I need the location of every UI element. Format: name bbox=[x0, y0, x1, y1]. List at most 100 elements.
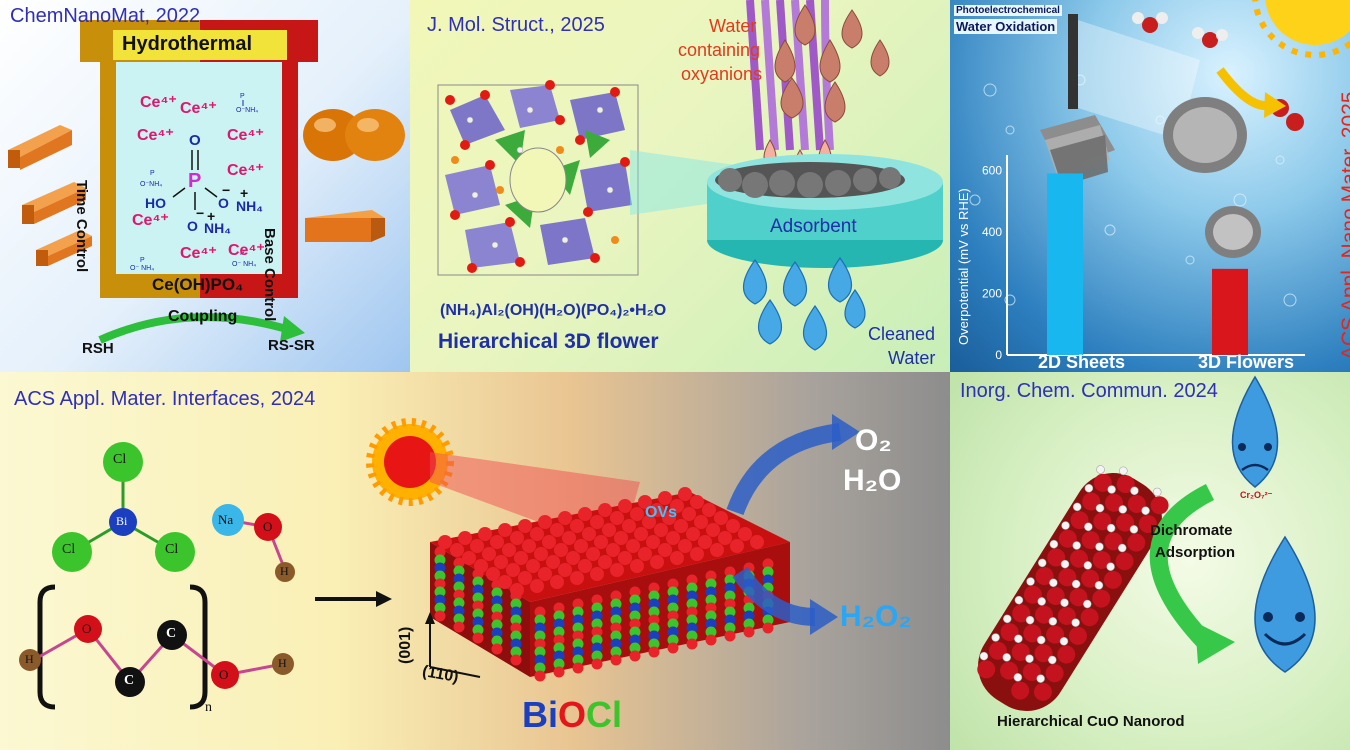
chlorine-atom bbox=[610, 614, 622, 626]
oxygen-atom bbox=[1096, 465, 1105, 474]
chlorine-atom bbox=[472, 592, 484, 604]
ovs-label: OVs bbox=[645, 504, 678, 521]
oxygen-atom bbox=[686, 527, 700, 541]
oxygen-atom bbox=[710, 543, 724, 557]
bicl3-molecule bbox=[52, 442, 195, 572]
oxygen-atom bbox=[450, 543, 464, 557]
c-atom: C bbox=[124, 673, 135, 688]
chlorine-atom bbox=[453, 565, 465, 577]
svg-text:P: P bbox=[240, 93, 245, 100]
oxygen-atom bbox=[1037, 558, 1047, 568]
copper-atom bbox=[1011, 681, 1030, 700]
oxygen-atom bbox=[491, 611, 503, 623]
oxygen-atom bbox=[991, 633, 1000, 642]
copper-atom bbox=[1047, 548, 1066, 567]
coupling-label: Coupling bbox=[168, 308, 238, 325]
chlorine-atom bbox=[629, 626, 641, 638]
product-ce-oh-po4: Ce(OH)PO₄ bbox=[152, 275, 244, 294]
bismuth-atom bbox=[472, 584, 484, 596]
chlorine-atom bbox=[686, 630, 698, 642]
phosphate-plus: + bbox=[207, 208, 216, 224]
svg-text:O⁻NH₄: O⁻NH₄ bbox=[236, 107, 258, 114]
oxygen-atom bbox=[534, 547, 548, 561]
oxygen-atom bbox=[538, 515, 552, 529]
hierarchical-3d-flower-caption: Hierarchical 3D flower bbox=[438, 330, 659, 353]
water-oxyanions-label-2: containing bbox=[678, 40, 761, 60]
pec-title-1: Photoelectrochemical bbox=[954, 5, 1062, 16]
copper-atom bbox=[1035, 605, 1054, 624]
oxygen-atom bbox=[590, 515, 604, 529]
bismuth-atom bbox=[629, 602, 641, 614]
svg-text:P: P bbox=[150, 170, 155, 177]
chlorine-atom bbox=[705, 610, 717, 622]
oxygen-atom bbox=[667, 642, 679, 654]
bar-group bbox=[1047, 173, 1248, 355]
oxygen-atom bbox=[705, 634, 717, 646]
chlorine-atom bbox=[491, 603, 503, 615]
water-oxyanions-label-1: Water bbox=[709, 16, 757, 36]
oxygen-atom bbox=[586, 547, 600, 561]
chlorine-atom bbox=[591, 650, 603, 662]
oxygen-atom bbox=[510, 654, 522, 666]
oxygen-atom bbox=[1129, 525, 1139, 534]
oxygen-atom bbox=[658, 491, 672, 505]
oxygen-atom bbox=[1094, 581, 1104, 590]
oxygen-atom bbox=[462, 551, 476, 565]
oxygen-atom bbox=[578, 559, 592, 573]
chlorine-atom bbox=[667, 602, 679, 614]
y-tick-label: 200 bbox=[982, 286, 1002, 300]
oxygen-atom bbox=[453, 557, 465, 569]
oxygen-atom bbox=[630, 559, 644, 573]
bismuth-atom bbox=[762, 574, 774, 586]
chlorine-atom bbox=[434, 586, 446, 598]
ce-ion: Ce⁴⁺ bbox=[227, 127, 264, 144]
biocl-label: BiOCl bbox=[522, 694, 622, 736]
oxygen-atom bbox=[553, 666, 565, 678]
bismuth-atom bbox=[572, 614, 584, 626]
copper-atom bbox=[1068, 626, 1087, 645]
chlorine-atom bbox=[705, 626, 717, 638]
oxygen-atom bbox=[502, 543, 516, 557]
copper-atom bbox=[1057, 606, 1076, 625]
chlorine-atom bbox=[591, 602, 603, 614]
oxygen-atom bbox=[514, 551, 528, 565]
oxygen-atom bbox=[646, 535, 660, 549]
copper-atom bbox=[1057, 645, 1076, 664]
oxygen-atom bbox=[648, 614, 660, 626]
citation-j-mol-struct: J. Mol. Struct., 2025 bbox=[427, 14, 605, 36]
oxygen-atom bbox=[730, 539, 744, 553]
copper-atom bbox=[1070, 511, 1089, 530]
dichromate-ion-label: Cr₂O₇²⁻ bbox=[1240, 490, 1273, 500]
panel-biocl: ACS Appl. Mater. Interfaces, 2024 Cl Cl … bbox=[0, 372, 950, 750]
copper-atom bbox=[1069, 588, 1088, 607]
cleaned-water-label-2: Water bbox=[888, 348, 936, 368]
oxygen-atom bbox=[1084, 483, 1094, 493]
svg-text:P: P bbox=[240, 250, 245, 257]
oxygen-atom bbox=[591, 626, 603, 638]
oxygen-atom bbox=[1118, 505, 1128, 514]
oxygen-atom bbox=[558, 563, 572, 577]
phosphate-icons: PO⁻NH₄ PO⁻NH₄ PO⁻ NH₄ PO⁻ NH₄ bbox=[130, 93, 258, 272]
coupling-arrow bbox=[98, 313, 292, 344]
oxygen-atom bbox=[705, 570, 717, 582]
chlorine-atom bbox=[534, 662, 546, 674]
copper-atom bbox=[1033, 682, 1052, 701]
copper-atom bbox=[1058, 568, 1077, 587]
ce-ion: Ce⁴⁺ bbox=[180, 100, 217, 117]
oxygen-atom bbox=[1049, 539, 1059, 549]
bismuth-atom bbox=[724, 582, 736, 594]
formula-label: (NH₄)Al₂(OH)(H₂O)(PO₄)₂•H₂O bbox=[440, 302, 667, 319]
oxygen-atom bbox=[562, 531, 576, 545]
y-tick-label: 400 bbox=[982, 225, 1002, 239]
oxygen-atom bbox=[1095, 542, 1104, 551]
bismuth-atom bbox=[743, 610, 755, 622]
chlorine-atom bbox=[629, 642, 641, 654]
oxygen-atom bbox=[1072, 502, 1082, 512]
h-atom: H bbox=[25, 652, 34, 666]
chlorine-atom bbox=[762, 614, 774, 626]
oxygen-atom bbox=[662, 511, 676, 525]
c-atom: C bbox=[166, 626, 177, 641]
x-tick-2d-sheets: 2D Sheets bbox=[1038, 352, 1126, 372]
